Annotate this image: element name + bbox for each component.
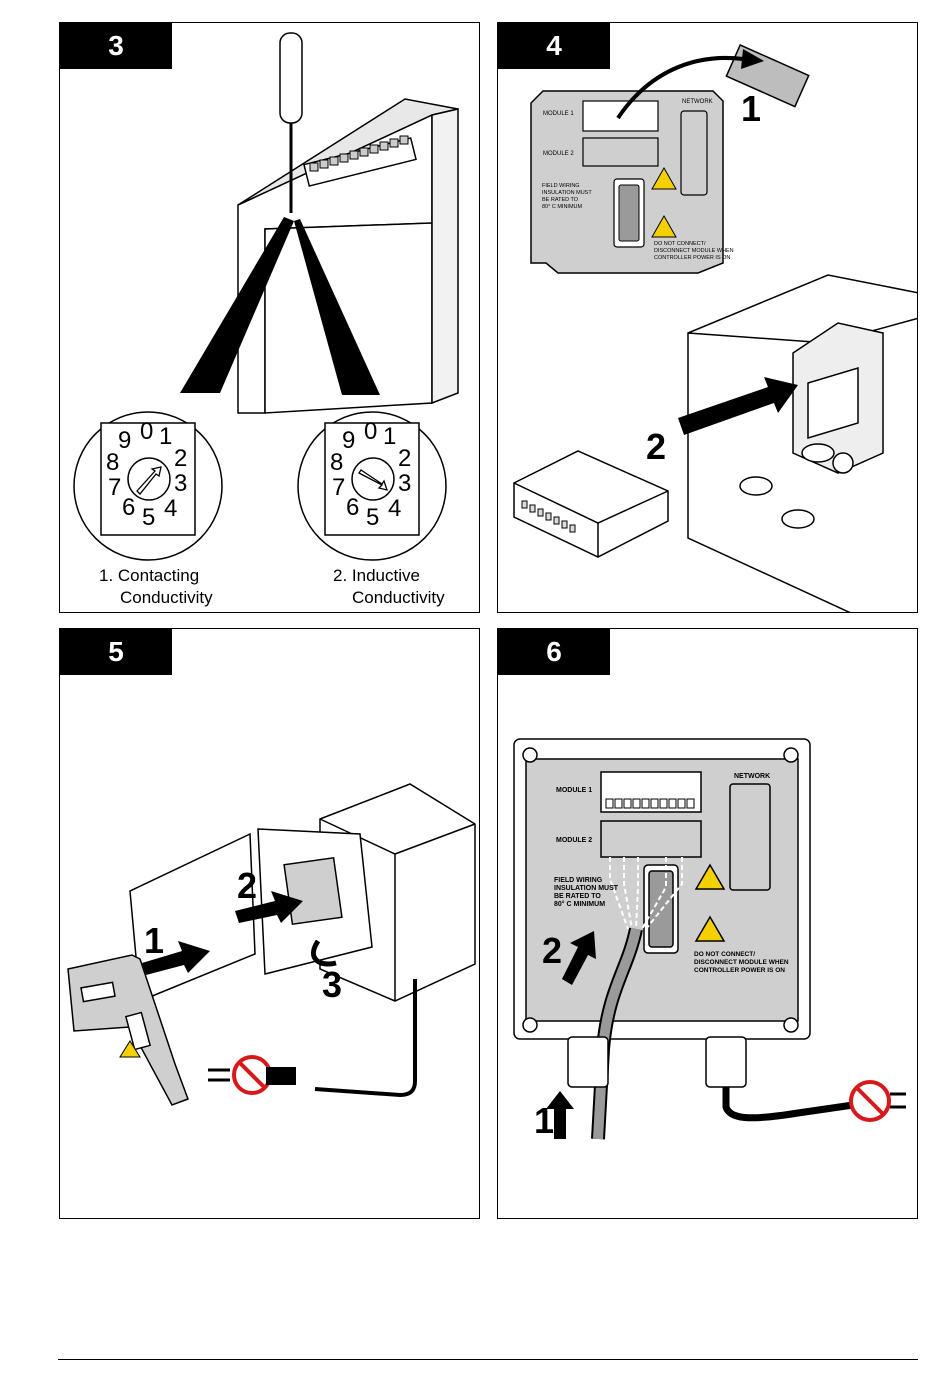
dial-digit: 5 — [142, 504, 156, 531]
warning-1: DO NOT CONNECT/ — [694, 951, 756, 958]
lift-arrow — [616, 56, 744, 120]
callout-2: 2 — [237, 865, 258, 906]
caption-inductive-line1: 2. Inductive — [333, 566, 420, 585]
figure-panel-6: 6 — [497, 628, 918, 1219]
figure-panel-5: 5 — [59, 628, 480, 1219]
step-number-3: 3 — [60, 23, 172, 69]
dial-digit: 9 — [118, 427, 132, 454]
dial-digit: 3 — [398, 470, 412, 497]
label-module-1: MODULE 1 — [556, 787, 593, 794]
label-module-2: MODULE 2 — [556, 837, 593, 844]
dial-digit: 6 — [346, 494, 360, 521]
dial-digit: 0 — [364, 418, 378, 445]
callout-2: 2 — [542, 930, 563, 971]
dial-digit: 8 — [330, 449, 344, 476]
dial-digit: 8 — [106, 449, 120, 476]
power-cable — [314, 979, 417, 1098]
arrow-1 — [142, 941, 210, 975]
warning-triangle-icon — [694, 863, 726, 890]
install-module-illustration — [67, 783, 476, 1106]
cover-warning-3: CONTROLLER POWER IS ON — [654, 255, 731, 261]
rotary-dial-contacting — [73, 411, 223, 561]
cover-label-module-2: MODULE 2 — [543, 151, 574, 157]
field-wiring-1: FIELD WIRING — [554, 877, 603, 884]
cable-glands — [567, 1036, 747, 1088]
no-power-icon — [208, 1055, 296, 1095]
cover-field-wiring-4: 80° C MINIMUM — [542, 204, 583, 210]
field-wires — [609, 857, 683, 930]
field-wiring-2: INSULATION MUST — [554, 885, 619, 892]
power-cable — [722, 1087, 854, 1122]
callout-1: 1 — [741, 88, 762, 129]
removed-cover-plate — [67, 954, 189, 1106]
cover-warning-2: DISCONNECT MODULE WHEN — [654, 248, 734, 254]
dial-digit: 9 — [342, 427, 356, 454]
footer-rule — [58, 1359, 918, 1360]
wiring-illustration — [513, 738, 906, 1140]
warning-triangle-icon — [694, 915, 726, 942]
cover-warning-1: DO NOT CONNECT/ — [654, 241, 706, 247]
plug-in-module — [513, 450, 669, 558]
dial-digit: 5 — [366, 504, 380, 531]
dial-digit: 2 — [174, 445, 188, 472]
screwdriver — [279, 32, 303, 213]
figure-panel-3: 3 — [59, 22, 480, 613]
arrow-2 — [562, 931, 596, 985]
terminal-strip — [309, 135, 409, 172]
dial-digit: 6 — [122, 494, 136, 521]
figure-panel-4: 4 — [497, 22, 918, 613]
zoom-beams — [180, 217, 380, 395]
callout-2: 2 — [646, 426, 667, 467]
cover-label-module-1: MODULE 1 — [543, 111, 574, 117]
controller-housing — [687, 274, 917, 612]
arrow-1 — [546, 1091, 574, 1139]
dial-digit: 0 — [140, 418, 154, 445]
dial-digit: 4 — [164, 495, 178, 522]
caption-contacting-line2: Conductivity — [120, 588, 213, 607]
caption-inductive-line2: Conductivity — [352, 588, 445, 607]
callout-1: 1 — [534, 1100, 555, 1141]
no-power-icon — [849, 1080, 906, 1122]
dial-digit: 7 — [332, 474, 346, 501]
arrow-2 — [235, 891, 303, 923]
step-number-5: 5 — [60, 629, 172, 675]
dial-digit: 7 — [108, 474, 122, 501]
callout-1: 1 — [144, 920, 165, 961]
cover-field-wiring-2: INSULATION MUST — [542, 190, 592, 196]
label-network: NETWORK — [734, 773, 771, 780]
caption-contacting-line1: 1. Contacting — [99, 566, 200, 585]
warning-triangle-icon — [651, 166, 677, 190]
step-number-4: 4 — [498, 23, 610, 69]
set-dial-illustration — [73, 32, 459, 561]
step-number-6: 6 — [498, 629, 610, 675]
callout-3: 3 — [322, 964, 343, 1005]
remove-cover-illustration — [513, 44, 917, 612]
dial-digit: 2 — [398, 445, 412, 472]
module-box — [237, 98, 459, 414]
rotary-dial-inductive — [297, 411, 447, 561]
insert-arrow — [678, 377, 798, 435]
dial-digit: 3 — [174, 470, 188, 497]
warning-triangle-icon — [651, 214, 677, 238]
field-wiring-4: 80° C MINIMUM — [554, 901, 606, 908]
cover-plate — [530, 90, 724, 274]
cover-field-wiring-3: BE RATED TO — [542, 197, 579, 203]
warning-2: DISCONNECT MODULE WHEN — [694, 959, 789, 966]
controller-enclosure — [129, 828, 373, 1003]
warning-3: CONTROLLER POWER IS ON — [694, 967, 785, 974]
cover-field-wiring-1: FIELD WIRING — [542, 183, 580, 189]
dial-digit: 1 — [383, 423, 397, 450]
cover-label-network: NETWORK — [682, 99, 713, 105]
dial-digit: 4 — [388, 495, 402, 522]
dial-digit: 1 — [159, 423, 173, 450]
removed-cover-cap — [725, 44, 810, 108]
rotate-arrow-3 — [311, 939, 337, 967]
terminal-strip — [605, 798, 695, 809]
field-wiring-3: BE RATED TO — [554, 893, 601, 900]
